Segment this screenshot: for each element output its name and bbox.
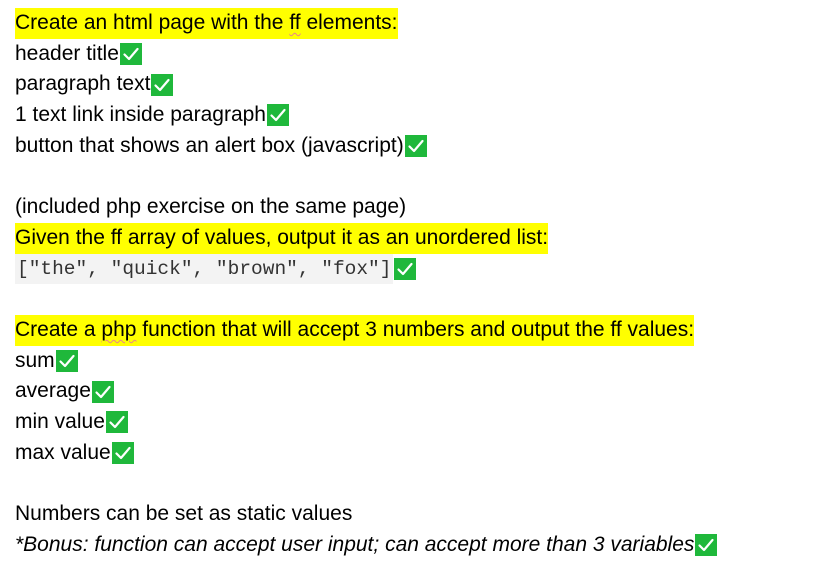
bonus-line: *Bonus: function can accept user input; … — [15, 530, 815, 561]
check-mark-icon — [151, 73, 174, 96]
array-task-line: Given the ff array of values, output it … — [15, 222, 815, 254]
function-item-min-value: min value — [15, 407, 815, 438]
function-item-average: average — [15, 376, 815, 407]
check-mark-icon — [394, 257, 417, 280]
html-item-label: 1 text link inside paragraph — [15, 103, 266, 127]
php-note-line: (included php exercise on the same page) — [15, 192, 815, 223]
function-item-max-value: max value — [15, 438, 815, 469]
function-item-label: average — [15, 379, 91, 403]
intro-flagged-word: ff — [289, 11, 301, 34]
check-mark-icon — [91, 380, 114, 403]
check-mark-icon — [119, 43, 142, 66]
function-task-after: function that will accept 3 numbers and … — [136, 317, 695, 341]
blank-line — [15, 284, 815, 315]
function-task-line: Create a php function that will accept 3… — [15, 314, 815, 346]
function-task-highlight: Create a php function that will accept 3… — [15, 314, 695, 346]
check-mark-icon — [404, 135, 427, 158]
check-mark-icon — [695, 534, 718, 557]
blank-line — [15, 468, 815, 499]
blank-line — [15, 161, 815, 192]
static-note: Numbers can be set as static values — [15, 502, 353, 525]
array-task-text: Given the ff array of values, output it … — [15, 222, 549, 254]
function-item-sum: sum — [15, 346, 815, 377]
array-code: ["the", "quick", "brown", "fox"] — [15, 253, 394, 285]
html-item-text-link: 1 text link inside paragraph — [15, 100, 815, 131]
function-task-before: Create a — [15, 317, 102, 341]
check-mark-icon — [55, 349, 78, 372]
intro-text-after: elements: — [300, 11, 398, 34]
html-item-label: header title — [15, 41, 119, 65]
check-mark-icon — [111, 441, 134, 464]
check-mark-icon — [105, 411, 128, 434]
intro-line: Create an html page with the ff elements… — [15, 8, 815, 39]
intro-highlight: Create an html page with the ff elements… — [15, 8, 398, 39]
function-item-label: max value — [15, 440, 111, 464]
html-item-label: paragraph text — [15, 72, 151, 96]
function-task-flagged-word: php — [101, 317, 137, 341]
html-item-label: button that shows an alert box (javascri… — [15, 133, 404, 157]
static-note-line: Numbers can be set as static values — [15, 499, 815, 530]
html-item-alert-button: button that shows an alert box (javascri… — [15, 131, 815, 162]
html-item-header-title: header title — [15, 39, 815, 70]
check-mark-icon — [267, 104, 289, 127]
php-note: (included php exercise on the same page) — [15, 195, 407, 219]
function-item-label: min value — [15, 409, 105, 433]
function-item-label: sum — [15, 348, 55, 372]
document-body: Create an html page with the ff elements… — [15, 8, 815, 560]
array-code-line: ["the", "quick", "brown", "fox"] — [15, 253, 815, 285]
bonus-text: *Bonus: function can accept user input; … — [15, 532, 695, 556]
html-item-paragraph-text: paragraph text — [15, 69, 815, 100]
intro-text-before: Create an html page with the — [15, 11, 290, 34]
